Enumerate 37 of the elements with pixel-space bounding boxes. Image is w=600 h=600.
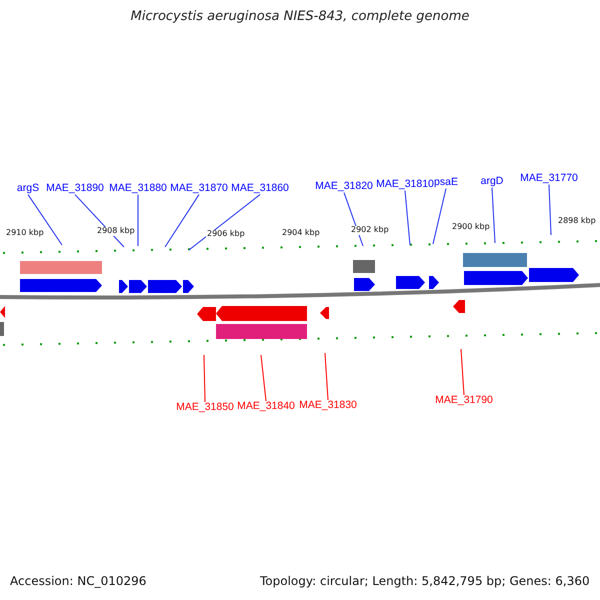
genome-summary-text: Topology: circular; Length: 5,842,795 bp; Genes: 6,360 (260, 575, 590, 588)
title: Microcystis aeruginosa NIES-843, complete genome (130, 10, 470, 24)
gene-label: MAE_31890 (46, 183, 104, 195)
leader-line (164, 194, 200, 248)
gene-label: argS (16, 183, 40, 195)
gene-label: MAE_31770 (520, 173, 578, 185)
gene-label: MAE_31850 (176, 402, 234, 414)
gene-label: MAE_31840 (237, 401, 295, 413)
scale-label: 2902 kbp (350, 226, 390, 235)
gene-label: argD (480, 176, 504, 188)
scale-label: 2904 kbp (281, 229, 321, 238)
gene-label: MAE_31870 (170, 183, 228, 195)
gene-label: MAE_31830 (299, 400, 357, 412)
leader-line (432, 188, 446, 244)
scale-label: 2908 kbp (96, 227, 136, 236)
gene-label: MAE_31810 (376, 179, 434, 191)
leader-line (188, 194, 260, 250)
gene-label: psaE (434, 177, 458, 189)
accession-text: Accession: NC_010296 (10, 575, 146, 588)
scale-label: 2900 kbp (451, 223, 491, 232)
gene-label: MAE_31880 (109, 183, 167, 195)
leader-line (74, 194, 124, 248)
leader-line (492, 187, 496, 244)
leader-line (28, 194, 62, 246)
scale-label: 2906 kbp (206, 230, 246, 239)
leader-line (260, 354, 266, 402)
leader-line (460, 348, 464, 396)
gene-label: MAE_31820 (315, 181, 373, 193)
leader-line (548, 184, 552, 236)
leader-line (344, 192, 364, 246)
leader-line (204, 354, 206, 402)
leader-line (324, 352, 328, 400)
scale-label: 2910 kbp (5, 229, 45, 238)
gene-label: MAE_31860 (231, 183, 289, 195)
scale-label: 2898 kbp (557, 217, 597, 226)
leader-line (404, 190, 410, 246)
gene-label: MAE_31790 (435, 395, 493, 407)
